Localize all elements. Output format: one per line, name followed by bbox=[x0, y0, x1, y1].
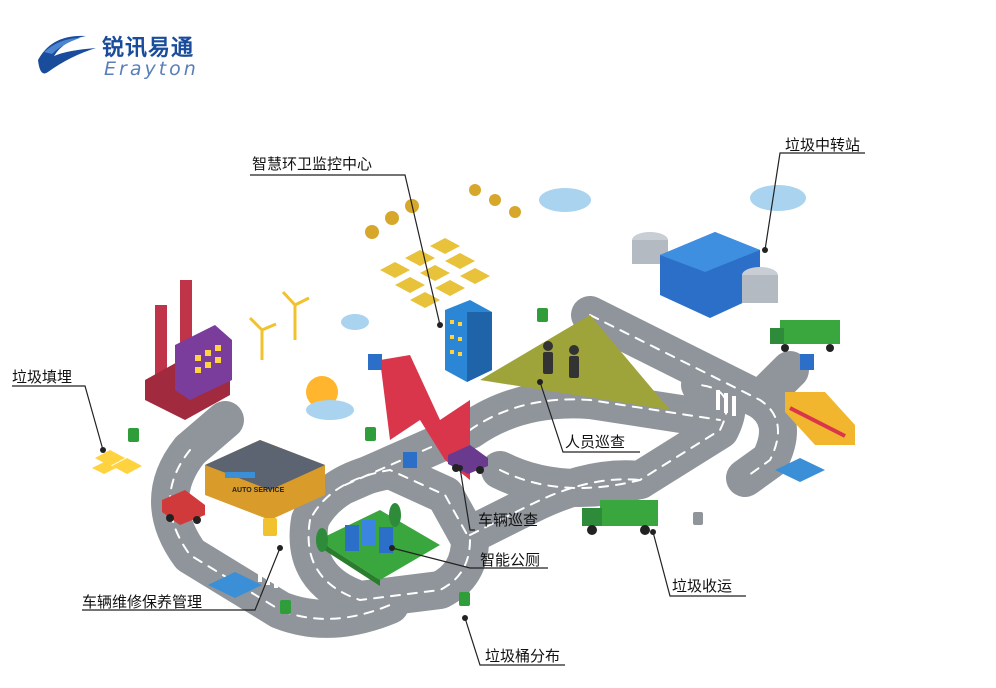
smart-toilet-icon bbox=[316, 503, 401, 553]
collection-truck-icon bbox=[582, 500, 658, 535]
label-landfill: 垃圾填埋 bbox=[12, 368, 73, 386]
road-sign-icon bbox=[368, 354, 814, 468]
label-patrol-personnel: 人员巡查 bbox=[565, 433, 626, 451]
transfer-station-icon bbox=[632, 232, 778, 318]
landfill-icon bbox=[92, 450, 142, 474]
gray-bin-icon bbox=[693, 512, 703, 525]
patrol-people-icon bbox=[543, 341, 579, 378]
logo-name-en: Erayton bbox=[104, 58, 199, 80]
garbage-truck-icon bbox=[770, 320, 840, 352]
label-vehicle-patrol: 车辆巡查 bbox=[478, 511, 539, 529]
wind-turbine-icon bbox=[248, 290, 310, 360]
cloud-icon bbox=[341, 185, 806, 330]
factory-icon bbox=[145, 280, 232, 420]
label-vehicle-maintenance: 车辆维修保养管理 bbox=[82, 593, 203, 611]
underpass-icon bbox=[208, 458, 825, 598]
erayton-logo: 锐讯易通 Erayton bbox=[34, 26, 214, 86]
auto-service-garage-icon bbox=[205, 440, 325, 520]
label-bin-distribution: 垃圾桶分布 bbox=[485, 647, 561, 665]
sun-icon bbox=[306, 376, 354, 420]
logo-name-cn: 锐讯易通 bbox=[102, 36, 195, 61]
callout-lines bbox=[12, 152, 865, 666]
swoosh-logo-icon bbox=[38, 35, 96, 74]
sunflower-icon bbox=[365, 184, 521, 239]
label-transfer-station: 垃圾中转站 bbox=[785, 136, 861, 154]
monitor-center-building-icon bbox=[445, 300, 492, 382]
oil-can-icon bbox=[263, 518, 277, 536]
bridge-icon bbox=[380, 355, 470, 480]
label-monitor-center: 智慧环卫监控中心 bbox=[252, 155, 373, 173]
callout-dots bbox=[100, 247, 768, 621]
garbage-bin-icon bbox=[128, 308, 548, 614]
road-network bbox=[151, 296, 809, 638]
train-icon bbox=[785, 392, 855, 445]
auto-service-sign: AUTO SERVICE bbox=[232, 487, 285, 494]
label-smart-toilet: 智能公厕 bbox=[480, 551, 541, 569]
crosswalk bbox=[258, 390, 736, 588]
label-garbage-collection: 垃圾收运 bbox=[672, 577, 733, 595]
solar-panel-field-icon bbox=[380, 238, 490, 308]
red-car-icon bbox=[162, 490, 205, 525]
